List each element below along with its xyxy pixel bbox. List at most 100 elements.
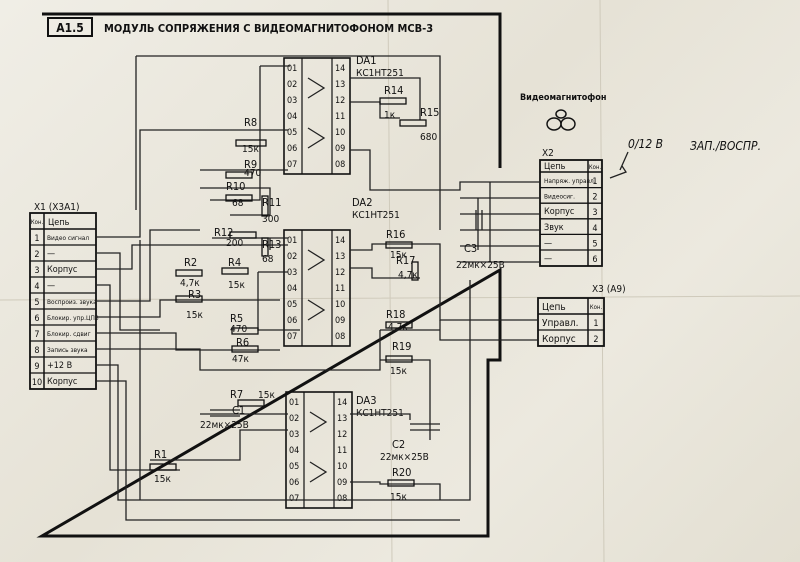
- chip-pin-right: 12: [335, 96, 345, 106]
- x1-header-chain: Цепь: [48, 218, 70, 228]
- chip-pin-right: 09: [335, 144, 345, 154]
- ref-r3: R3: [188, 288, 201, 301]
- ref-r6: R6: [236, 336, 249, 349]
- vcr-symbol: Видеомагнитофон: [520, 93, 606, 131]
- value-r8: 15к: [242, 144, 259, 155]
- chip-pin-left: 02: [287, 80, 297, 90]
- chip-pin-left: 06: [287, 316, 297, 326]
- value-r4: 15к: [228, 280, 245, 291]
- x2-pin-signal: Звук: [544, 223, 564, 233]
- x2-pin-number: 6: [592, 255, 597, 265]
- ref-r8: R8: [244, 116, 257, 129]
- ref-r5: R5: [230, 312, 243, 325]
- x2-header-chain: Цепь: [544, 162, 566, 172]
- chip-ref-label: DA3: [356, 394, 377, 407]
- x1-pin-signal: +12 В: [47, 361, 72, 371]
- chip-pin-right: 12: [335, 268, 345, 278]
- x1-pin-number: 8: [34, 346, 39, 356]
- chip-pin-right: 14: [337, 398, 347, 408]
- chip-pin-left: 05: [287, 300, 297, 310]
- x2-pin-signal: Напряж. управл.: [544, 177, 596, 185]
- chip-pin-left: 04: [287, 112, 297, 122]
- control-note: 0/12 В ЗАП./ВОСПР.: [609, 137, 761, 179]
- ref-r12: R12: [214, 226, 233, 239]
- ref-r18: R18: [386, 308, 405, 321]
- value-r14: 1к: [384, 110, 396, 121]
- x3-pin-number: 1: [593, 319, 598, 329]
- chip-pin-left: 01: [287, 64, 297, 74]
- x1-pin-signal: Блокир. сдвиг: [47, 330, 91, 338]
- chip-pin-right: 10: [335, 300, 345, 310]
- chip-pin-right: 11: [335, 112, 345, 122]
- x1-pin-signal: —: [47, 281, 55, 291]
- value-r5: 470: [230, 324, 247, 335]
- x1-label: X1 (X3A1): [34, 202, 80, 213]
- chip-ref-label: DA1: [356, 54, 377, 67]
- chip-pin-right: 11: [335, 284, 345, 294]
- x1-header-kon: Кон.: [31, 219, 44, 226]
- x3-header-kon: Кон.: [590, 304, 603, 311]
- x1-pin-number: 7: [34, 330, 39, 340]
- x2-pin-signal: —: [544, 238, 552, 248]
- page-title: МОДУЛЬ СОПРЯЖЕНИЯ С ВИДЕОМАГНИТОФОНОМ МС…: [104, 22, 433, 35]
- chip-pin-left: 07: [287, 332, 297, 342]
- x1-pin-signal: Блокир. упр.ЦПЗ: [47, 314, 99, 322]
- value-c2: 22мк×25В: [380, 452, 429, 463]
- x2-pin-number: 5: [592, 239, 597, 249]
- chip-pin-left: 07: [289, 494, 299, 504]
- x1-pin-number: 6: [34, 314, 39, 324]
- value-r6: 47к: [232, 354, 249, 365]
- x2-label: X2: [542, 148, 554, 159]
- ref-r17: R17: [396, 254, 415, 267]
- ref-r15: R15: [420, 106, 439, 119]
- ref-r20: R20: [392, 466, 411, 479]
- chip-pin-right: 13: [337, 414, 347, 424]
- x2-pin-number: 2: [592, 193, 597, 203]
- chip-pin-left: 04: [287, 284, 297, 294]
- x2-pin-signal: —: [544, 254, 552, 264]
- ref-r4: R4: [228, 256, 241, 269]
- value-r10: 68: [232, 198, 244, 209]
- chip-pin-left: 06: [289, 478, 299, 488]
- ref-r9: R9: [244, 158, 257, 171]
- chip-pin-left: 03: [287, 96, 297, 106]
- chip-pin-left: 03: [289, 430, 299, 440]
- ref-c2: C2: [392, 438, 405, 451]
- x3-header-chain: Цепь: [542, 302, 566, 313]
- chip-type-label: КС1НТ251: [352, 210, 400, 221]
- value-r19: 15к: [390, 366, 407, 377]
- x2-pin-signal: Видеосиг.: [544, 193, 575, 201]
- x2-header-kon: Кон.: [589, 164, 602, 171]
- x1-pin-signal: Корпус: [47, 377, 77, 387]
- connector-x2: X2 Цепь Кон. Напряж. управл.1Видеосиг.2К…: [539, 148, 603, 267]
- chip-pin-left: 02: [287, 252, 297, 262]
- x1-pin-number: 9: [34, 362, 39, 372]
- value-r9: 470: [244, 168, 261, 179]
- chip-pin-left: 05: [289, 462, 299, 472]
- value-r15: 680: [420, 132, 437, 143]
- ref-r16: R16: [386, 228, 405, 241]
- chip-pin-left: 01: [289, 398, 299, 408]
- ref-c1: C1: [232, 404, 245, 417]
- chip-pin-right: 10: [337, 462, 347, 472]
- chip-pin-right: 13: [335, 80, 345, 90]
- ref-c3: C3: [464, 242, 477, 255]
- chip-pin-left: 05: [287, 128, 297, 138]
- chip-pin-right: 10: [335, 128, 345, 138]
- value-r13: 68: [262, 254, 274, 265]
- x2-pin-number: 4: [592, 224, 597, 234]
- note-voltage: 0/12 В: [628, 137, 663, 151]
- x1-pin-signal: Запись звука: [47, 346, 88, 354]
- x1-pin-number: 3: [34, 266, 39, 276]
- x2-pin-signal: Корпус: [544, 207, 574, 217]
- chip-pin-left: 02: [289, 414, 299, 424]
- chip-pin-right: 09: [337, 478, 347, 488]
- chip-pin-right: 14: [335, 64, 345, 74]
- value-r2: 4,7к: [180, 278, 200, 289]
- value-r20: 15к: [390, 492, 407, 503]
- vcr-label: Видеомагнитофон: [520, 93, 606, 103]
